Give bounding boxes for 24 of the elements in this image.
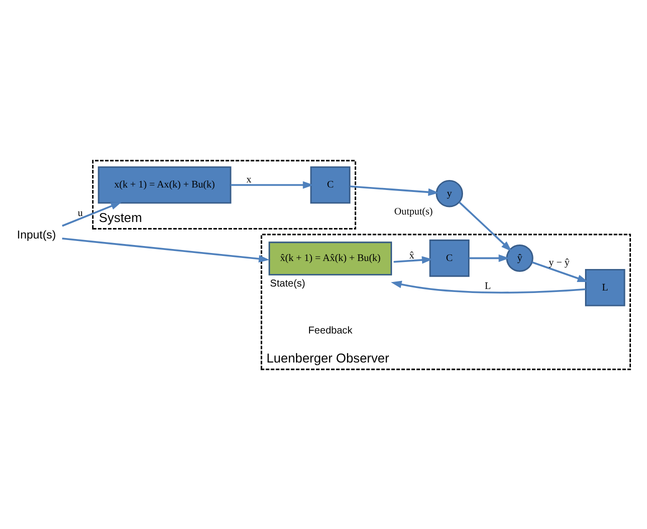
arrow bbox=[390, 280, 586, 293]
edge-label: y − ŷ bbox=[548, 257, 570, 268]
arrow bbox=[458, 201, 512, 251]
edge-label: x̂ bbox=[409, 250, 414, 261]
arrow bbox=[394, 256, 433, 264]
edge-label: u bbox=[78, 207, 83, 218]
node-box: C bbox=[429, 239, 470, 276]
node-label: Output(s) bbox=[394, 206, 433, 218]
node-text: Input(s) bbox=[17, 229, 56, 242]
node-box: x(k + 1) = Ax(k) + Bu(k) bbox=[98, 166, 232, 204]
arrow bbox=[62, 201, 122, 226]
node-circle: y bbox=[436, 179, 464, 207]
label: Feedback bbox=[308, 324, 352, 336]
edge-label: x bbox=[246, 174, 252, 185]
arrow bbox=[350, 185, 440, 196]
arrow bbox=[532, 260, 588, 282]
arrow bbox=[62, 237, 270, 262]
node-box: L bbox=[585, 268, 626, 306]
node-label: State(s) bbox=[270, 278, 306, 289]
node-circle: ŷ bbox=[506, 244, 534, 272]
edge-label: L bbox=[484, 280, 491, 292]
arrow bbox=[230, 180, 314, 188]
arrow bbox=[468, 254, 510, 262]
node-box: C bbox=[310, 166, 350, 204]
